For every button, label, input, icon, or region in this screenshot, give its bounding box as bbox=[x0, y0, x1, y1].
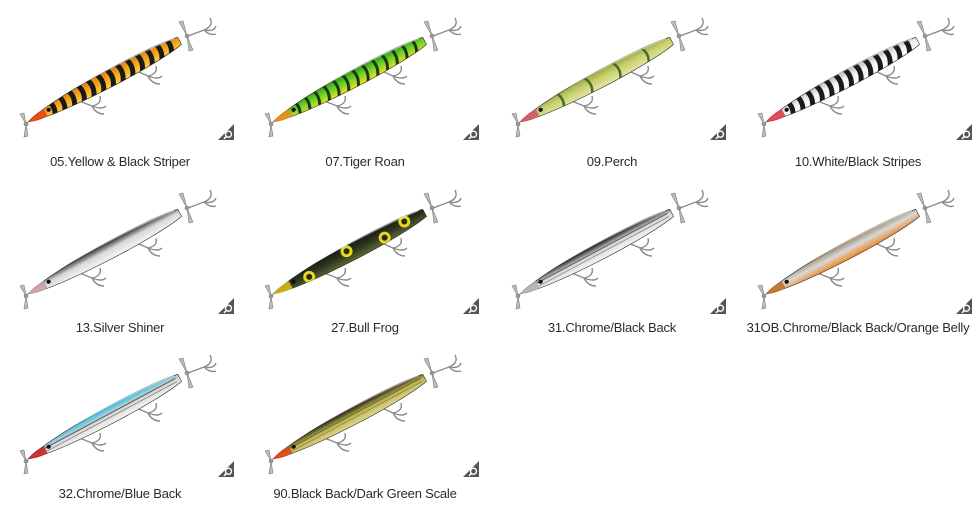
lure-body bbox=[519, 208, 674, 295]
product-image[interactable] bbox=[738, 172, 972, 312]
propeller-icon bbox=[178, 20, 194, 52]
lure-illustration bbox=[19, 17, 217, 138]
product-image[interactable] bbox=[0, 172, 240, 312]
propeller-icon bbox=[511, 112, 521, 138]
product-name[interactable]: 07.Tiger Roan bbox=[325, 154, 405, 169]
zoom-magnifier-icon[interactable] bbox=[710, 298, 726, 314]
treble-hook-icon bbox=[925, 17, 955, 37]
product-item[interactable]: 32.Chrome/Blue Back bbox=[0, 337, 240, 507]
propeller-icon bbox=[916, 20, 932, 52]
lure-illustration bbox=[511, 189, 709, 310]
zoom-magnifier-icon[interactable] bbox=[463, 124, 479, 140]
product-name[interactable]: 32.Chrome/Blue Back bbox=[58, 486, 182, 501]
lure-illustration bbox=[19, 354, 217, 475]
zoom-magnifier-icon[interactable] bbox=[956, 298, 972, 314]
lure-illustration bbox=[19, 189, 217, 310]
lure-body bbox=[765, 208, 920, 295]
zoom-magnifier-icon[interactable] bbox=[218, 124, 234, 140]
lure-body bbox=[519, 36, 674, 123]
product-item[interactable]: 90.Black Back/Dark Green Scale bbox=[245, 337, 485, 507]
propeller-icon bbox=[757, 112, 767, 138]
propeller-icon bbox=[19, 112, 29, 138]
propeller-icon bbox=[264, 112, 274, 138]
treble-hook-icon bbox=[679, 189, 709, 209]
product-image[interactable] bbox=[0, 0, 240, 140]
propeller-icon bbox=[916, 192, 932, 224]
lure-body bbox=[272, 208, 427, 295]
product-item[interactable]: 13.Silver Shiner bbox=[0, 172, 240, 342]
lure-illustration bbox=[264, 354, 462, 475]
lure-illustration bbox=[757, 17, 955, 138]
product-image[interactable] bbox=[492, 0, 732, 140]
propeller-icon bbox=[178, 192, 194, 224]
lure-illustration bbox=[264, 189, 462, 310]
treble-hook-icon bbox=[187, 17, 217, 37]
lure-body bbox=[272, 373, 427, 460]
lure-illustration bbox=[511, 17, 709, 138]
propeller-icon bbox=[423, 357, 439, 389]
treble-hook-icon bbox=[925, 189, 955, 209]
product-image[interactable] bbox=[738, 0, 972, 140]
product-image[interactable] bbox=[0, 337, 240, 477]
lure-body bbox=[765, 36, 920, 123]
zoom-magnifier-icon[interactable] bbox=[710, 124, 726, 140]
product-item[interactable]: 31.Chrome/Black Back bbox=[492, 172, 732, 342]
treble-hook-icon bbox=[432, 354, 462, 374]
product-item[interactable]: 05.Yellow & Black Striper bbox=[0, 0, 240, 170]
product-name[interactable]: 90.Black Back/Dark Green Scale bbox=[273, 486, 457, 501]
product-item[interactable]: 31OB.Chrome/Black Back/Orange Belly bbox=[738, 172, 972, 342]
zoom-magnifier-icon[interactable] bbox=[218, 461, 234, 477]
propeller-icon bbox=[423, 20, 439, 52]
propeller-icon bbox=[264, 449, 274, 475]
treble-hook-icon bbox=[432, 189, 462, 209]
product-name[interactable]: 13.Silver Shiner bbox=[75, 320, 165, 335]
product-image[interactable] bbox=[245, 337, 485, 477]
product-image[interactable] bbox=[245, 0, 485, 140]
treble-hook-icon bbox=[432, 17, 462, 37]
product-name[interactable]: 05.Yellow & Black Striper bbox=[50, 154, 190, 169]
lure-illustration bbox=[757, 189, 955, 310]
zoom-magnifier-icon[interactable] bbox=[463, 461, 479, 477]
propeller-icon bbox=[264, 284, 274, 310]
propeller-icon bbox=[423, 192, 439, 224]
zoom-magnifier-icon[interactable] bbox=[463, 298, 479, 314]
product-name[interactable]: 31.Chrome/Black Back bbox=[547, 320, 677, 335]
lure-body bbox=[272, 36, 427, 123]
treble-hook-icon bbox=[187, 189, 217, 209]
propeller-icon bbox=[670, 20, 686, 52]
propeller-icon bbox=[670, 192, 686, 224]
product-item[interactable]: 27.Bull Frog bbox=[245, 172, 485, 342]
propeller-icon bbox=[19, 449, 29, 475]
zoom-magnifier-icon[interactable] bbox=[956, 124, 972, 140]
product-name[interactable]: 27.Bull Frog bbox=[331, 320, 399, 335]
lure-body bbox=[27, 36, 182, 123]
treble-hook-icon bbox=[679, 17, 709, 37]
product-image[interactable] bbox=[492, 172, 732, 312]
zoom-magnifier-icon[interactable] bbox=[218, 298, 234, 314]
product-name[interactable]: 10.White/Black Stripes bbox=[794, 154, 922, 169]
lure-illustration bbox=[264, 17, 462, 138]
product-name[interactable]: 09.Perch bbox=[586, 154, 638, 169]
product-item[interactable]: 09.Perch bbox=[492, 0, 732, 170]
product-item[interactable]: 07.Tiger Roan bbox=[245, 0, 485, 170]
product-image[interactable] bbox=[245, 172, 485, 312]
propeller-icon bbox=[511, 284, 521, 310]
propeller-icon bbox=[757, 284, 767, 310]
treble-hook-icon bbox=[187, 354, 217, 374]
propeller-icon bbox=[178, 357, 194, 389]
lure-body bbox=[27, 208, 182, 295]
product-item[interactable]: 10.White/Black Stripes bbox=[738, 0, 972, 170]
product-name[interactable]: 31OB.Chrome/Black Back/Orange Belly bbox=[746, 320, 970, 335]
propeller-icon bbox=[19, 284, 29, 310]
lure-body bbox=[27, 373, 182, 460]
